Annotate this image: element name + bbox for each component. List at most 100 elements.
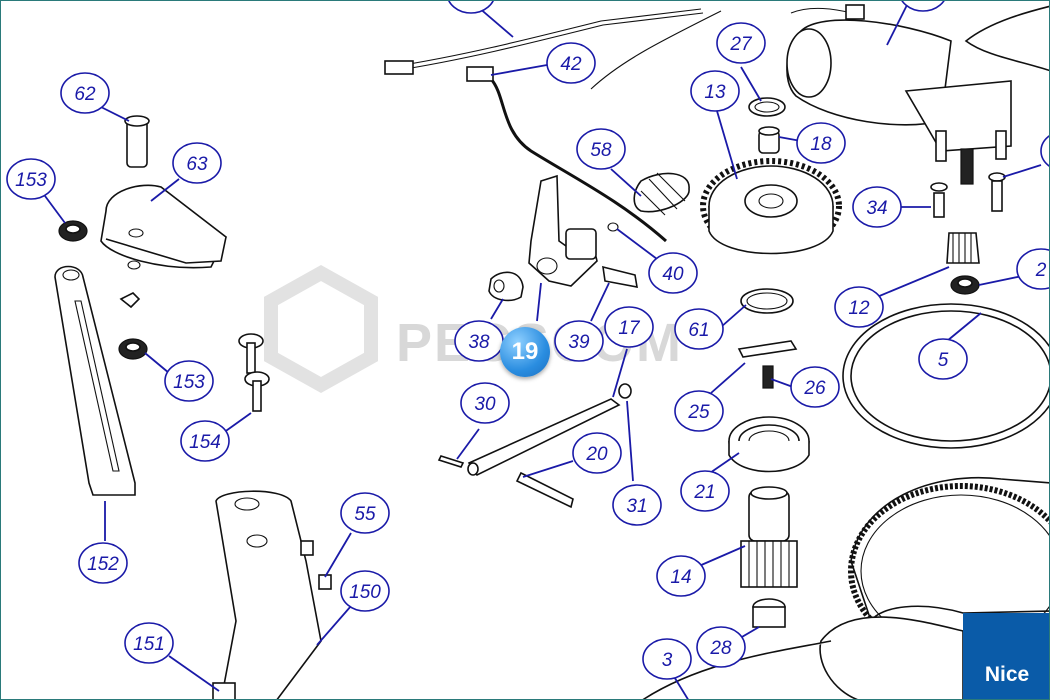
- callout-circle: [680, 470, 730, 512]
- callout-circle: [340, 570, 390, 612]
- callout-circle: [340, 492, 390, 534]
- callout-12[interactable]: 12: [834, 286, 884, 328]
- callout-25[interactable]: 25: [674, 390, 724, 432]
- callout-label: 150: [349, 582, 381, 603]
- callout-label: 55: [354, 504, 376, 525]
- callout-label: 34: [866, 198, 887, 219]
- callout-2[interactable]: 2: [1016, 248, 1050, 290]
- callout-label: 30: [474, 394, 496, 415]
- callout-label: 62: [74, 84, 96, 105]
- callout-label: 3: [662, 650, 673, 671]
- callout-label: 5: [938, 350, 949, 371]
- callout-circle: [642, 638, 692, 680]
- callout-circle: [612, 484, 662, 526]
- callout-circle: [834, 286, 884, 328]
- callout-label: 12: [848, 298, 870, 319]
- callout-circle: [78, 542, 128, 584]
- callout-20[interactable]: 20: [572, 432, 622, 474]
- callout-circle: [674, 390, 724, 432]
- bearings: [728, 288, 810, 473]
- callout-27[interactable]: 27: [716, 22, 766, 64]
- callout-13[interactable]: 13: [690, 70, 740, 112]
- callout-circle: [1016, 248, 1049, 290]
- callout-label: 39: [568, 332, 590, 353]
- callout-label: 17: [618, 318, 641, 339]
- pinion: [740, 486, 798, 628]
- callout-edge-top-left: [448, 1, 494, 14]
- callout-55[interactable]: 55: [340, 492, 390, 534]
- right-small-parts: [930, 172, 1006, 295]
- edge-callouts: [448, 1, 1049, 167]
- callout-28[interactable]: 28: [696, 626, 746, 668]
- callout-5[interactable]: 5: [918, 338, 968, 380]
- callout-150[interactable]: 150: [340, 570, 390, 612]
- cable-assembly: [384, 4, 865, 243]
- callout-label: 21: [693, 482, 715, 503]
- callout-34[interactable]: 34: [852, 186, 902, 228]
- callout-21[interactable]: 21: [680, 470, 730, 512]
- callout-151[interactable]: 151: [124, 622, 174, 664]
- callout-39[interactable]: 39: [554, 320, 604, 362]
- callout-label: 63: [186, 154, 208, 175]
- callout-label: 20: [585, 444, 608, 465]
- selected-callout-badge[interactable]: 19: [500, 327, 550, 377]
- callout-153[interactable]: 153: [164, 360, 214, 402]
- callout-152[interactable]: 152: [78, 542, 128, 584]
- callout-circle: [690, 70, 740, 112]
- ring-gear-housing: [642, 477, 1049, 699]
- callout-153[interactable]: 153: [6, 158, 56, 200]
- callout-label: 18: [810, 134, 832, 155]
- callout-18[interactable]: 18: [796, 122, 846, 164]
- callouts: 62 63 153 153 154 152 151 150 55 42 58 40 38 39 17 30 20…: [6, 22, 1050, 680]
- callout-circle: [656, 555, 706, 597]
- callout-circle: [572, 432, 622, 474]
- callout-label: 2: [1035, 260, 1047, 281]
- callout-154[interactable]: 154: [180, 420, 230, 462]
- callout-label: 31: [626, 496, 647, 517]
- callout-30[interactable]: 30: [460, 382, 510, 424]
- callout-40[interactable]: 40: [648, 252, 698, 294]
- callout-3[interactable]: 3: [642, 638, 692, 680]
- callout-31[interactable]: 31: [612, 484, 662, 526]
- callout-circle: [172, 142, 222, 184]
- left-bracket-parts: [54, 115, 270, 496]
- callout-circle: [6, 158, 56, 200]
- leader-lines: [44, 1, 1042, 699]
- callout-label: 27: [729, 34, 753, 55]
- callout-61[interactable]: 61: [674, 308, 724, 350]
- callout-circle: [696, 626, 746, 668]
- callout-label: 14: [670, 567, 691, 588]
- callout-circle: [460, 382, 510, 424]
- main-gear: [700, 97, 842, 255]
- callout-circle: [852, 186, 902, 228]
- callout-circle: [60, 72, 110, 114]
- callout-circle: [576, 128, 626, 170]
- center-parts: [437, 172, 690, 509]
- callout-label: 153: [15, 170, 47, 191]
- callout-circle: [124, 622, 174, 664]
- callout-14[interactable]: 14: [656, 555, 706, 597]
- callout-62[interactable]: 62: [60, 72, 110, 114]
- callout-58[interactable]: 58: [576, 128, 626, 170]
- brand-logo: Nice: [963, 613, 1049, 699]
- callout-label: 13: [704, 82, 726, 103]
- callout-42[interactable]: 42: [546, 42, 596, 84]
- callout-circle: [918, 338, 968, 380]
- callout-26[interactable]: 26: [790, 366, 840, 408]
- callout-circle: [546, 42, 596, 84]
- callout-38[interactable]: 38: [454, 320, 504, 362]
- lower-arm: [212, 490, 332, 699]
- callout-label: 153: [173, 372, 205, 393]
- callout-circle: [716, 22, 766, 64]
- callout-label: 28: [709, 638, 732, 659]
- callout-circle: [604, 306, 654, 348]
- callout-circle: [790, 366, 840, 408]
- callout-circle: [180, 420, 230, 462]
- callout-17[interactable]: 17: [604, 306, 654, 348]
- callout-label: 40: [662, 264, 684, 285]
- callout-63[interactable]: 63: [172, 142, 222, 184]
- callout-label: 38: [468, 332, 490, 353]
- callout-circle: [648, 252, 698, 294]
